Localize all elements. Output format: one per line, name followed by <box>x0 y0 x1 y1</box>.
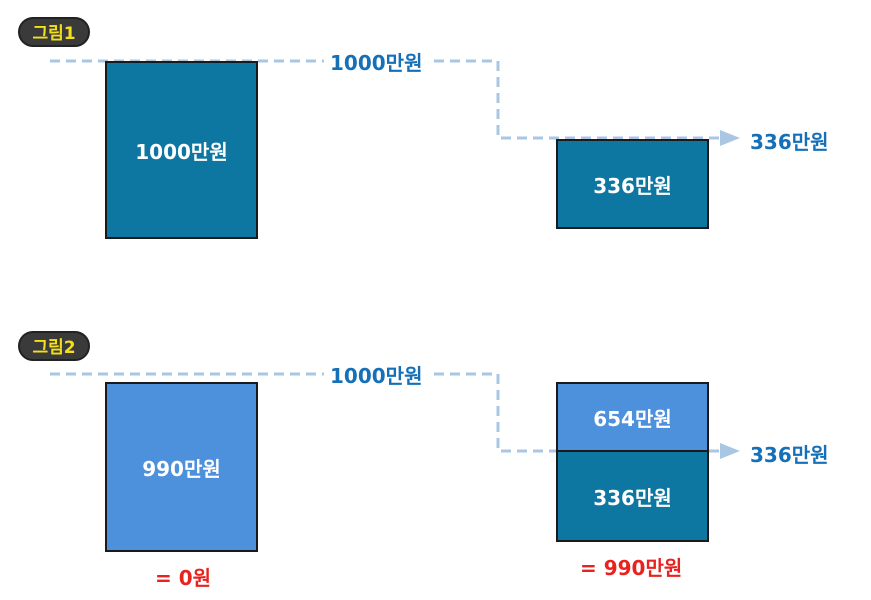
figure1-arrow-label: 336만원 <box>750 126 829 155</box>
figure2-left-result: = 0원 <box>155 566 212 590</box>
figure2-right-top-box: 654만원 <box>556 382 709 452</box>
figure1-connector <box>50 59 740 146</box>
figure1-right-box: 336만원 <box>556 139 709 229</box>
figure2-left-box: 990만원 <box>105 382 258 552</box>
figure1-top-dashed-line <box>50 59 720 140</box>
figure2-badge: 그림2 <box>18 331 90 361</box>
figure2-right-result: = 990만원 <box>580 556 683 580</box>
figure1-left-box-label: 1000만원 <box>135 139 228 164</box>
figure1-right-box-label: 336만원 <box>593 173 672 198</box>
figure2-right-top-box-label: 654만원 <box>593 406 672 431</box>
figure1-badge: 그림1 <box>18 17 90 47</box>
figure2-top-label: 1000만원 <box>324 360 429 389</box>
figure1-arrow-head <box>720 130 740 146</box>
figure2-arrow-head <box>720 443 740 459</box>
figure2-right-bottom-box: 336만원 <box>556 450 709 542</box>
figure2-connector <box>50 372 740 459</box>
figure1-left-box: 1000만원 <box>105 61 258 239</box>
figure2-top-dashed-line <box>50 372 720 453</box>
figure2-right-bottom-box-label: 336만원 <box>593 485 672 510</box>
figure1-top-label: 1000만원 <box>324 47 429 76</box>
figure2-arrow-label: 336만원 <box>750 439 829 468</box>
figure2-left-box-label: 990만원 <box>142 456 221 481</box>
